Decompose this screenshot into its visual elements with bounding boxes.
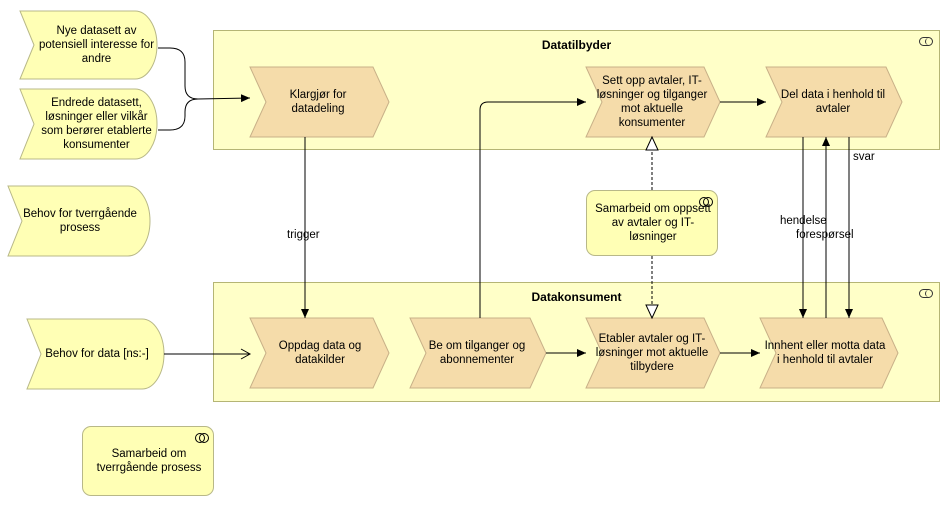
process-request-access: [409, 317, 547, 389]
event-changed-datasets: [19, 88, 158, 160]
process-establish-agreements-label[interactable]: Etabler avtaler og IT-løsninger mot aktu…: [595, 333, 709, 373]
trigger-label: trigger: [287, 229, 320, 241]
process-request-access-label[interactable]: Be om tilganger og abonnementer: [428, 340, 526, 366]
process-discover: [249, 317, 390, 389]
edge-changed-to-prepare: [158, 98, 199, 131]
process-share-data: [765, 66, 903, 138]
event-cross-process-need: [7, 185, 151, 257]
edge-join-to-prepare: [197, 94, 251, 103]
edge-request-to-setup: [479, 98, 586, 318]
provider-title: Datatilbyder: [541, 38, 612, 52]
collab-setup-note[interactable]: Samarbeid om oppsett av avtaler og IT-lø…: [586, 190, 718, 256]
collab-cross-label: Samarbeid om tverrgående prosess: [96, 448, 202, 474]
process-establish-agreements: [585, 317, 721, 389]
foresporsel-label: forespørsel: [796, 229, 854, 241]
process-prepare-label[interactable]: Klargjør for datadeling: [289, 89, 347, 115]
event-new-datasets: [19, 10, 158, 80]
edge-new-to-prepare: [158, 47, 199, 100]
event-changed-datasets-label[interactable]: Endrede datasett, løsninger eller vilkår…: [41, 97, 152, 151]
event-data-need-label[interactable]: Behov for data [ns:-]: [45, 348, 149, 360]
process-setup-agreements-label[interactable]: Sett opp avtaler, IT-løsninger og tilgan…: [596, 75, 708, 129]
process-obtain-data-label[interactable]: Innhent eller motta data i henhold til a…: [764, 340, 886, 366]
process-share-data-label[interactable]: Del data i henhold til avtaler: [780, 89, 886, 115]
event-data-need: [26, 318, 165, 390]
svar-label: svar: [853, 151, 875, 163]
event-cross-process-need-label[interactable]: Behov for tverrgående prosess: [23, 208, 137, 234]
consumer-title: Datakonsument: [531, 290, 622, 304]
hendelse-label: hendelse: [780, 215, 827, 227]
process-obtain-data: [759, 317, 899, 389]
process-prepare: [249, 66, 390, 138]
process-discover-label[interactable]: Oppdag data og datakilder: [278, 340, 362, 366]
event-new-datasets-label[interactable]: Nye datasett av potensiell interesse for…: [38, 25, 155, 65]
collaboration-icon: [195, 433, 209, 443]
collab-cross-note[interactable]: Samarbeid om tverrgående prosess: [82, 426, 214, 496]
function-icon: [919, 37, 933, 46]
process-setup-agreements: [585, 66, 721, 138]
function-icon: [919, 289, 933, 298]
collab-setup-label: Samarbeid om oppsett av avtaler og IT-lø…: [595, 203, 711, 243]
collaboration-icon: [699, 197, 713, 207]
